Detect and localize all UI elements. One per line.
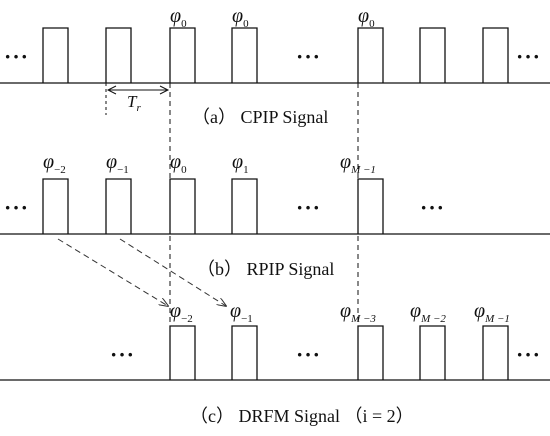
phase-label-c-2: φ−1 <box>230 300 253 325</box>
phase-label-c-3: φM −3 <box>340 300 376 325</box>
phase-label-c-4: φM −2 <box>410 300 446 325</box>
pulse <box>419 325 446 380</box>
pulses-a <box>42 27 509 83</box>
phase-subscript: M −3 <box>350 313 376 325</box>
phase-label-b-2: φ−1 <box>106 151 129 176</box>
phase-subscript: 0 <box>181 18 187 30</box>
phase-symbol: φ <box>170 300 181 322</box>
tr-arrow-right-head <box>159 85 170 95</box>
phase-subscript: −1 <box>117 164 129 176</box>
panel-cpip: ··· ··· ··· φ0 φ0 φ0 Tr （a） CPIP Signal <box>0 5 550 127</box>
phase-symbol: φ <box>232 151 243 173</box>
phase-label-b-4: φ1 <box>232 151 249 176</box>
phase-label-a-1: φ0 <box>170 5 187 30</box>
ellipsis-a-left: ··· <box>4 44 29 69</box>
pulse <box>482 27 509 83</box>
phase-symbol: φ <box>43 151 54 173</box>
pulse <box>105 178 132 234</box>
phase-subscript: 0 <box>243 18 249 30</box>
ellipsis-b-left: ··· <box>4 195 29 220</box>
pulse <box>42 27 69 83</box>
pulse <box>42 178 69 234</box>
phase-label-a-3: φ0 <box>358 5 375 30</box>
pulse <box>169 325 196 380</box>
delay-arrow-1 <box>57 238 168 306</box>
phase-symbol: φ <box>232 5 243 27</box>
ellipsis-b-right: ··· <box>420 195 445 220</box>
phase-label-b-1: φ−2 <box>43 151 66 176</box>
phase-symbol: φ <box>340 300 351 322</box>
ellipsis-c-left: ··· <box>110 342 135 367</box>
pulses-c <box>169 325 509 380</box>
phase-label-a-2: φ0 <box>232 5 249 30</box>
phase-subscript: 0 <box>369 18 375 30</box>
phase-symbol: φ <box>340 151 351 173</box>
phase-subscript: −2 <box>54 164 66 176</box>
phase-symbol: φ <box>230 300 241 322</box>
tr-subscript: r <box>136 102 141 114</box>
phase-subscript: M −1 <box>350 164 376 176</box>
phase-subscript: M −2 <box>420 313 446 325</box>
pulse <box>419 27 446 83</box>
pulse <box>169 27 196 83</box>
pulse <box>357 178 384 234</box>
pulse <box>357 27 384 83</box>
phase-symbol: φ <box>410 300 421 322</box>
ellipsis-c-right: ··· <box>516 342 541 367</box>
tr-label: Tr <box>127 92 141 114</box>
ellipsis-a-right: ··· <box>516 44 541 69</box>
phase-label-c-5: φM −1 <box>474 300 510 325</box>
phase-symbol: φ <box>106 151 117 173</box>
caption-a: （a） CPIP Signal <box>192 107 328 127</box>
pulse <box>357 325 384 380</box>
pulse <box>482 325 509 380</box>
ellipsis-b-middle: ··· <box>296 195 321 220</box>
panel-drfm: ··· ··· ··· φ−2 φ−1 φM −3 φM −2 φM −1 （c… <box>0 300 550 426</box>
phase-symbol: φ <box>474 300 485 322</box>
phase-label-c-1: φ−2 <box>170 300 193 325</box>
tr-symbol: T <box>127 92 138 111</box>
phase-symbol: φ <box>170 5 181 27</box>
panel-rpip: ··· ··· ··· φ−2 φ−1 φ0 φ1 φM −1 （b） RPIP… <box>0 151 550 279</box>
pulse <box>231 178 258 234</box>
delay-arrow-2 <box>119 238 226 306</box>
caption-b: （b） RPIP Signal <box>197 259 334 279</box>
ellipsis-a-middle: ··· <box>296 44 321 69</box>
ellipsis-c-middle: ··· <box>296 342 321 367</box>
pulse <box>231 325 258 380</box>
pulse <box>231 27 258 83</box>
phase-subscript: M −1 <box>484 313 510 325</box>
phase-subscript: 1 <box>243 164 249 176</box>
pulse <box>105 27 132 83</box>
phase-subscript: 0 <box>181 164 187 176</box>
phase-symbol: φ <box>358 5 369 27</box>
phase-subscript: −1 <box>241 313 253 325</box>
pulses-b <box>42 178 384 234</box>
phase-label-b-5: φM −1 <box>340 151 376 176</box>
tr-arrow-left-head <box>106 85 117 95</box>
pulse <box>169 178 196 234</box>
phase-label-b-3: φ0 <box>170 151 187 176</box>
phase-symbol: φ <box>170 151 181 173</box>
phase-subscript: −2 <box>181 313 193 325</box>
caption-c: （c） DRFM Signal （i = 2） <box>190 406 414 426</box>
